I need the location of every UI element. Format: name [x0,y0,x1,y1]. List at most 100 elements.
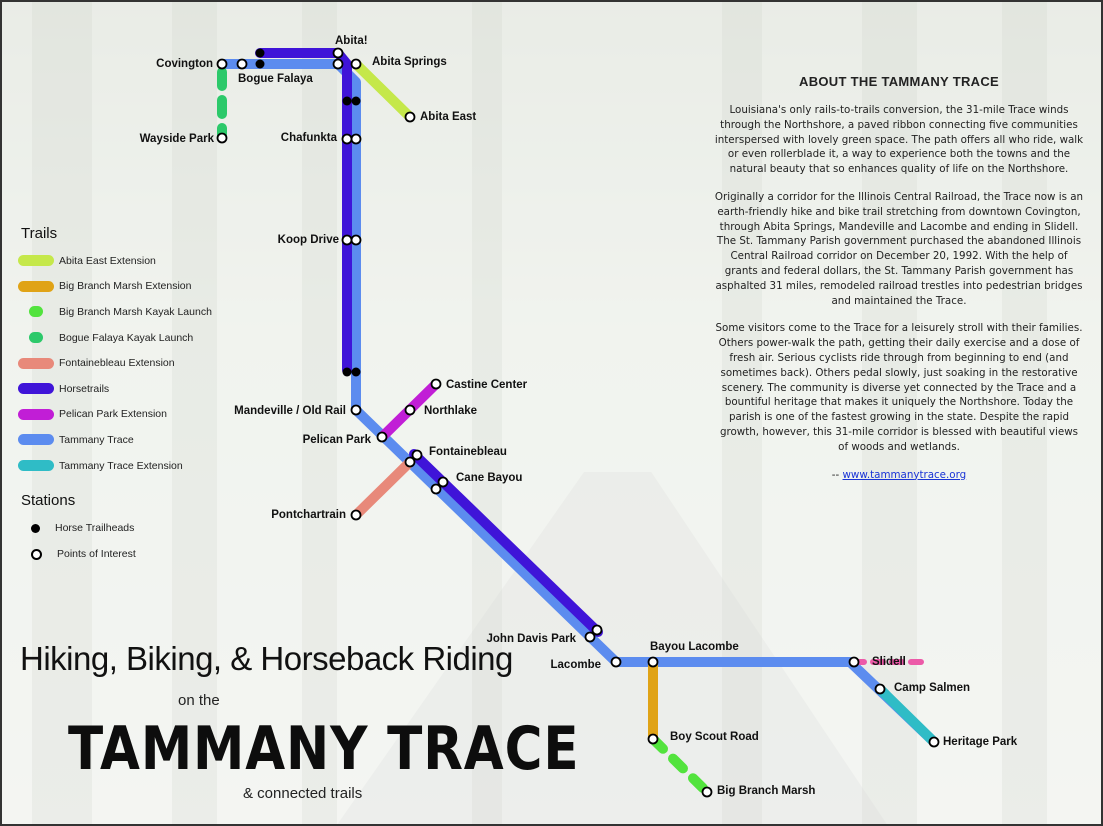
station-camp-salmen: Camp Salmen [894,682,971,694]
point-of-interest-marker [332,47,344,59]
station-cane-bayou: Cane Bayou [456,472,523,484]
legend-trail-label: Bogue Falaya Kayak Launch [59,331,194,344]
legend-trail-label: Big Branch Marsh Extension [59,280,192,293]
point-of-interest-marker [350,234,362,246]
point-of-interest-marker [236,58,248,70]
point-of-interest-marker [332,58,344,70]
point-of-interest-marker [430,483,442,495]
point-of-interest-marker [404,404,416,416]
legend-swatch [18,357,54,369]
station-john-davis-park: John Davis Park [486,633,576,645]
station-abita: Abita! [335,35,368,47]
station-abita-springs: Abita Springs [372,56,447,68]
station-chafunkta: Chafunkta [280,132,337,144]
horse-trailhead-marker [351,367,361,377]
station-bogue-falaya: Bogue Falaya [238,73,313,85]
legend-stations-title: Stations [21,492,76,510]
fontainebleau-extension-line [351,457,415,520]
about-paragraph-3: Some visitors come to the Trace for a le… [715,322,1083,453]
about-panel: ABOUT THE TAMMANY TRACE Louisiana's only… [714,74,1084,495]
point-of-interest-marker [350,58,362,70]
about-paragraph-1: Louisiana's only rails-to-trails convers… [714,104,1084,176]
legend-swatch [18,280,54,292]
legend-swatch [18,434,54,446]
point-of-interest-marker [647,733,659,745]
station-markers [216,47,940,798]
legend-station-item: Points of Interest [31,541,212,567]
legend-trail-item: Horsetrails [18,376,212,402]
point-of-interest-marker [411,449,423,461]
station-abita-east: Abita East [420,111,477,123]
abita-east-extension-line [351,59,415,122]
station-wayside-park: Wayside Park [139,133,214,145]
legend-station-label: Points of Interest [57,548,136,561]
point-of-interest-marker [701,786,713,798]
point-of-interest-marker [404,111,416,123]
legend-swatch [18,383,54,395]
station-covington: Covington [156,58,213,70]
station-lacombe: Lacombe [550,659,602,671]
legend-trail-label: Big Branch Marsh Kayak Launch [59,305,212,318]
legend-trail-label: Tammany Trace Extension [59,459,183,472]
legend-trail-label: Tammany Trace [59,433,134,446]
horse-trailhead-marker [342,367,352,377]
point-of-interest-marker [341,234,353,246]
station-koop-drive: Koop Drive [277,234,339,246]
point-of-interest-marker [874,683,886,695]
title-connected-trails: & connected trails [243,785,363,802]
point-of-interest-marker [376,431,388,443]
legend-trail-item: Bogue Falaya Kayak Launch [18,325,212,351]
horse-trailhead-marker [255,59,265,69]
point-of-interest-marker [404,456,416,468]
station-northlake: Northlake [424,405,478,417]
station-pontchartrain: Pontchartrain [271,509,346,521]
horse-trailhead-marker [255,48,265,58]
title-on-the: on the [178,692,220,709]
legend-trail-item: Fontainebleau Extension [18,350,212,376]
legend-trail-label: Fontainebleau Extension [59,357,175,370]
station-fontainebleau: Fontainebleau [429,446,507,458]
station-pelican-park: Pelican Park [302,434,371,446]
point-of-interest-marker [350,404,362,416]
station-big-branch-marsh: Big Branch Marsh [717,785,816,797]
legend-trail-item: Big Branch Marsh Kayak Launch [18,299,212,325]
legend-station-label: Horse Trailheads [55,522,135,535]
legend-swatch [18,408,54,420]
point-of-interest-marker [341,133,353,145]
point-of-interest-marker [430,378,442,390]
point-of-interest-marker [591,624,603,636]
about-title: ABOUT THE TAMMANY TRACE [799,74,999,89]
point-of-interest-marker [647,656,659,668]
about-paragraph-2: Originally a corridor for the Illinois C… [714,190,1084,307]
point-of-interest-marker [848,656,860,668]
legend-trail-label: Horsetrails [59,382,110,395]
station-boy-scout-road: Boy Scout Road [670,731,759,743]
station-mandeville: Mandeville / Old Rail [234,405,346,417]
point-of-interest-marker [350,133,362,145]
legend-trail-item: Big Branch Marsh Extension [18,274,212,300]
horsetrails-line [255,48,352,375]
horse-trailhead-marker [342,96,352,106]
legend-swatch [18,255,54,267]
legend-trail-label: Abita East Extension [59,254,156,267]
station-slidell: Slidell [872,656,906,668]
legend-swatch [18,332,54,344]
big-branch-marsh-kayak-line [648,734,712,797]
point-of-interest-marker [928,736,940,748]
legend-swatch [18,306,54,318]
horse-trailhead-marker [351,96,361,106]
point-of-interest-marker [216,132,228,144]
legend-station-item: Horse Trailheads [31,515,212,541]
station-bayou-lacombe: Bayou Lacombe [650,641,739,653]
website-link[interactable]: www.tammanytrace.org [842,468,967,481]
title-main: TAMMANY TRACE [68,714,580,784]
station-heritage-park: Heritage Park [943,736,1018,748]
legend-trail-item: Abita East Extension [18,248,212,274]
legend-trail-label: Pelican Park Extension [59,408,167,421]
station-castine-center: Castine Center [446,379,528,391]
